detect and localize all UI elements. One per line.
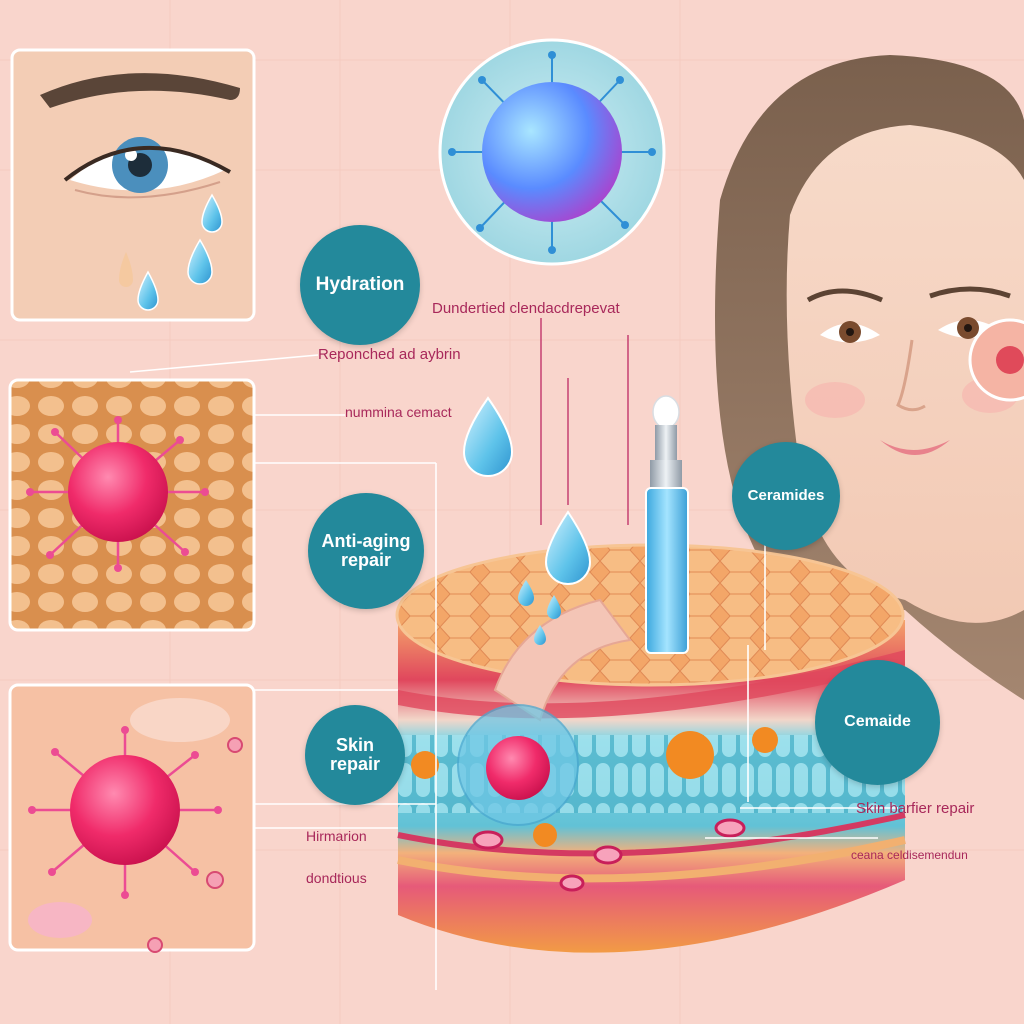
anti-aging-label-line1: Anti-aging <box>321 531 411 552</box>
skin-repair-label-line1: Skin <box>335 735 374 756</box>
cemaide-badge: Cemaide <box>815 660 940 785</box>
pink-leader-lines <box>540 318 629 525</box>
anti-aging-badge: Anti-aging repair <box>308 493 424 609</box>
ceana-label: ceana celdisemendun <box>851 848 968 862</box>
reponched-label: Reponched ad aybrin <box>318 346 461 363</box>
leader-lines <box>129 354 898 990</box>
anti-aging-label-line2: repair <box>340 550 392 570</box>
hydration-label: Hydration <box>315 274 405 296</box>
ceramides-badge: Ceramides <box>732 442 840 550</box>
nummina-label: nummina cemact <box>345 404 452 420</box>
hydration-molecule-icon <box>438 38 666 266</box>
water-drop-icon <box>462 396 592 645</box>
ceramides-label: Ceramides <box>747 487 825 505</box>
top-annotation-label: Dundertied clendacdrepevat <box>432 300 620 317</box>
serum-bottle-icon <box>645 395 689 654</box>
skin-barrier-label: Skin barfier repair <box>856 800 975 817</box>
cemaide-label: Cemaide <box>844 713 911 731</box>
skin-repair-panel <box>8 683 256 953</box>
dondtious-label: dondtious <box>306 870 367 886</box>
hydration-badge: Hydration <box>300 225 420 345</box>
eye-closeup-icon <box>10 48 256 322</box>
skin-repair-badge: Skin repair <box>305 705 405 805</box>
hirmarion-label: Hirmarion <box>306 828 367 844</box>
skin-repair-label-line2: repair <box>329 754 381 774</box>
cell-texture-panel <box>8 378 256 632</box>
